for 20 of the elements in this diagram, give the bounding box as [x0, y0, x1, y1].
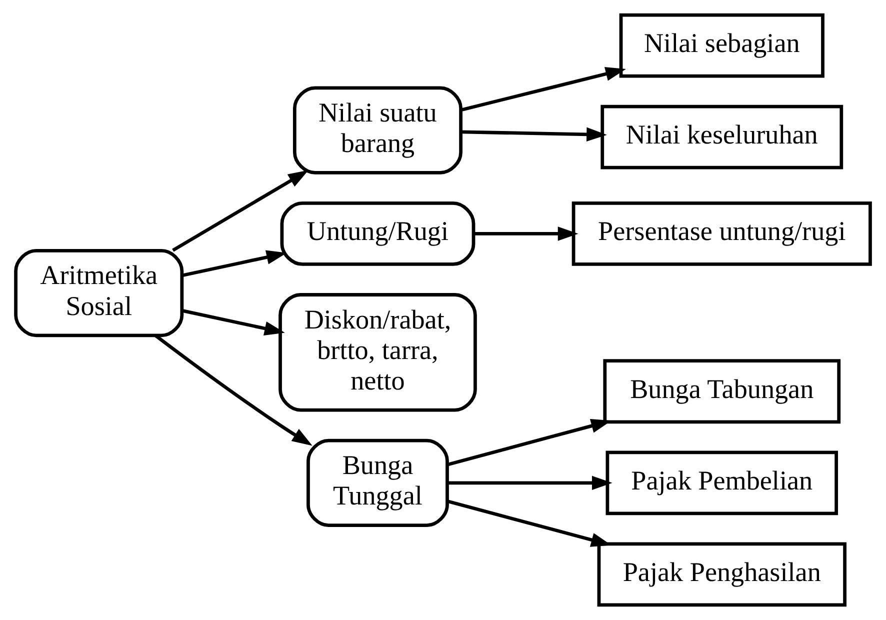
arrow	[172, 170, 309, 252]
node-box: Nilai keseluruhan	[600, 104, 844, 170]
node-box: Aritmetika Sosial	[14, 248, 184, 338]
node-box: Untung/Rugi	[280, 202, 476, 266]
arrow	[154, 334, 312, 446]
arrow	[474, 226, 578, 241]
node-box: Bunga Tabungan	[603, 359, 841, 424]
arrow	[182, 250, 287, 278]
arrow	[448, 476, 612, 490]
arrow	[460, 66, 626, 112]
node-box: Bunga Tunggal	[306, 438, 449, 527]
arrow	[182, 309, 285, 336]
node-box: Nilai suatu barang	[292, 86, 462, 174]
node-box: Nilai sebagian	[619, 13, 824, 78]
arrow	[461, 127, 607, 142]
node-box: Persentase untung/rugi	[572, 202, 872, 266]
node-box: Pajak Penghasilan	[597, 542, 846, 607]
arrow	[447, 418, 612, 466]
node-box: Pajak Pembelian	[606, 450, 838, 516]
node-box: Diskon/rabat, brtto, tarra, netto	[278, 293, 477, 412]
